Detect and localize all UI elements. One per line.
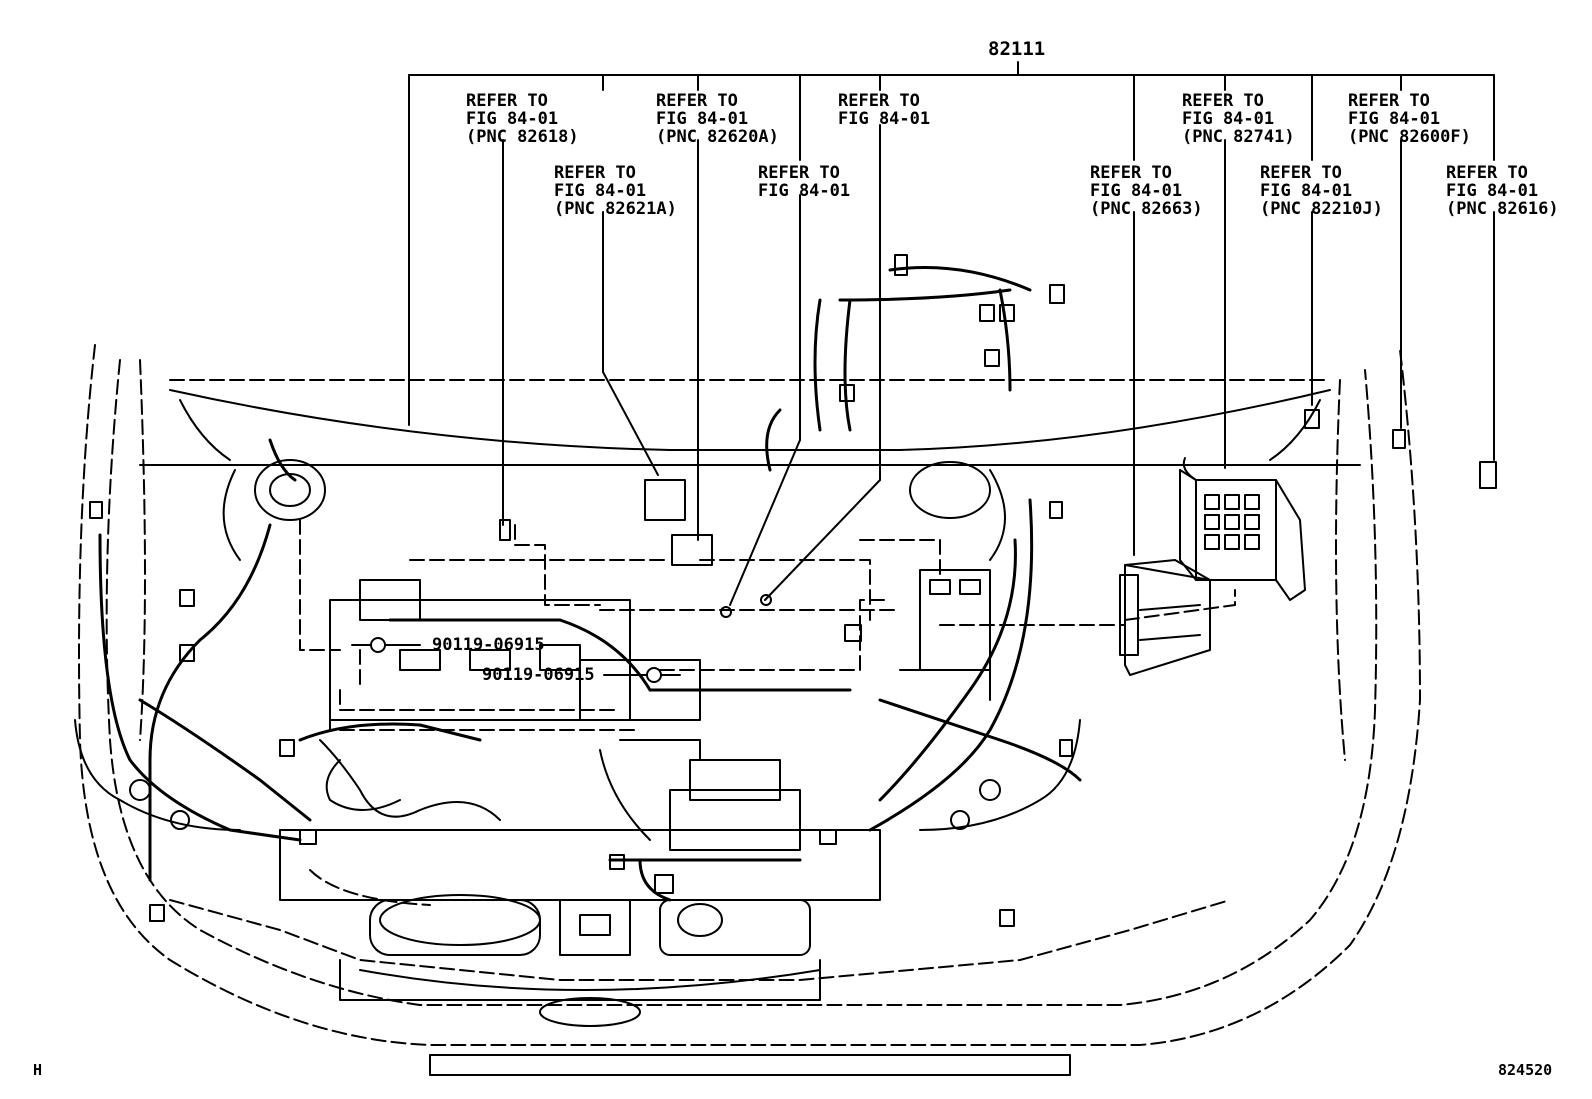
callout-line: FIG 84-01 [1090,181,1183,201]
callout-line: REFER TO [1348,91,1430,111]
callout-line: REFER TO [1446,163,1528,183]
callout-line: (PNC 82663) [1090,199,1203,219]
callout-line: FIG 84-01 [1446,181,1539,201]
callout-line: FIG 84-01 [1348,109,1441,129]
callout-line: FIG 84-01 [656,109,749,129]
bolt-part-number-lower: 90119-06915 [482,665,595,685]
callout-line: FIG 84-01 [466,109,559,129]
callout-line: (PNC 82741) [1182,127,1295,147]
callout-line: FIG 84-01 [1260,181,1353,201]
corner-letter: H [33,1061,43,1079]
callout-line: REFER TO [656,91,738,111]
connectors [89,254,1497,936]
main-part-number: 82111 [988,38,1046,60]
callout-line: (PNC 82620A) [656,127,779,147]
cowl-outline [139,389,1361,466]
callout-line: REFER TO [1090,163,1172,183]
bolts [351,594,772,683]
callout-line: FIG 84-01 [554,181,647,201]
bolt-part-number-upper: 90119-06915 [432,635,545,655]
callout-line: (PNC 82618) [466,127,579,147]
callout-line: (PNC 82616) [1446,199,1559,219]
callout-line: REFER TO [1260,163,1342,183]
callout-line: FIG 84-01 [838,109,931,129]
engine-outline [319,579,801,851]
diagram-code: 824520 [1498,1061,1553,1079]
callout-line: (PNC 82600F) [1348,127,1471,147]
callout-line: REFER TO [1182,91,1264,111]
wire-harness [98,266,1082,902]
callout-line: REFER TO [838,91,920,111]
fuse-box [1179,457,1306,601]
battery-outline [899,569,991,701]
radiator-support [279,829,1071,1076]
callout-line: (PNC 82621A) [554,199,677,219]
callout-line: FIG 84-01 [1182,109,1275,129]
callout-line: REFER TO [466,91,548,111]
callout-line: REFER TO [554,163,636,183]
callout-line: (PNC 82210J) [1260,199,1383,219]
lamp-outlines [74,719,1081,831]
callout-line: FIG 84-01 [758,181,851,201]
strut-towers [222,459,1006,561]
callout-line: REFER TO [758,163,840,183]
